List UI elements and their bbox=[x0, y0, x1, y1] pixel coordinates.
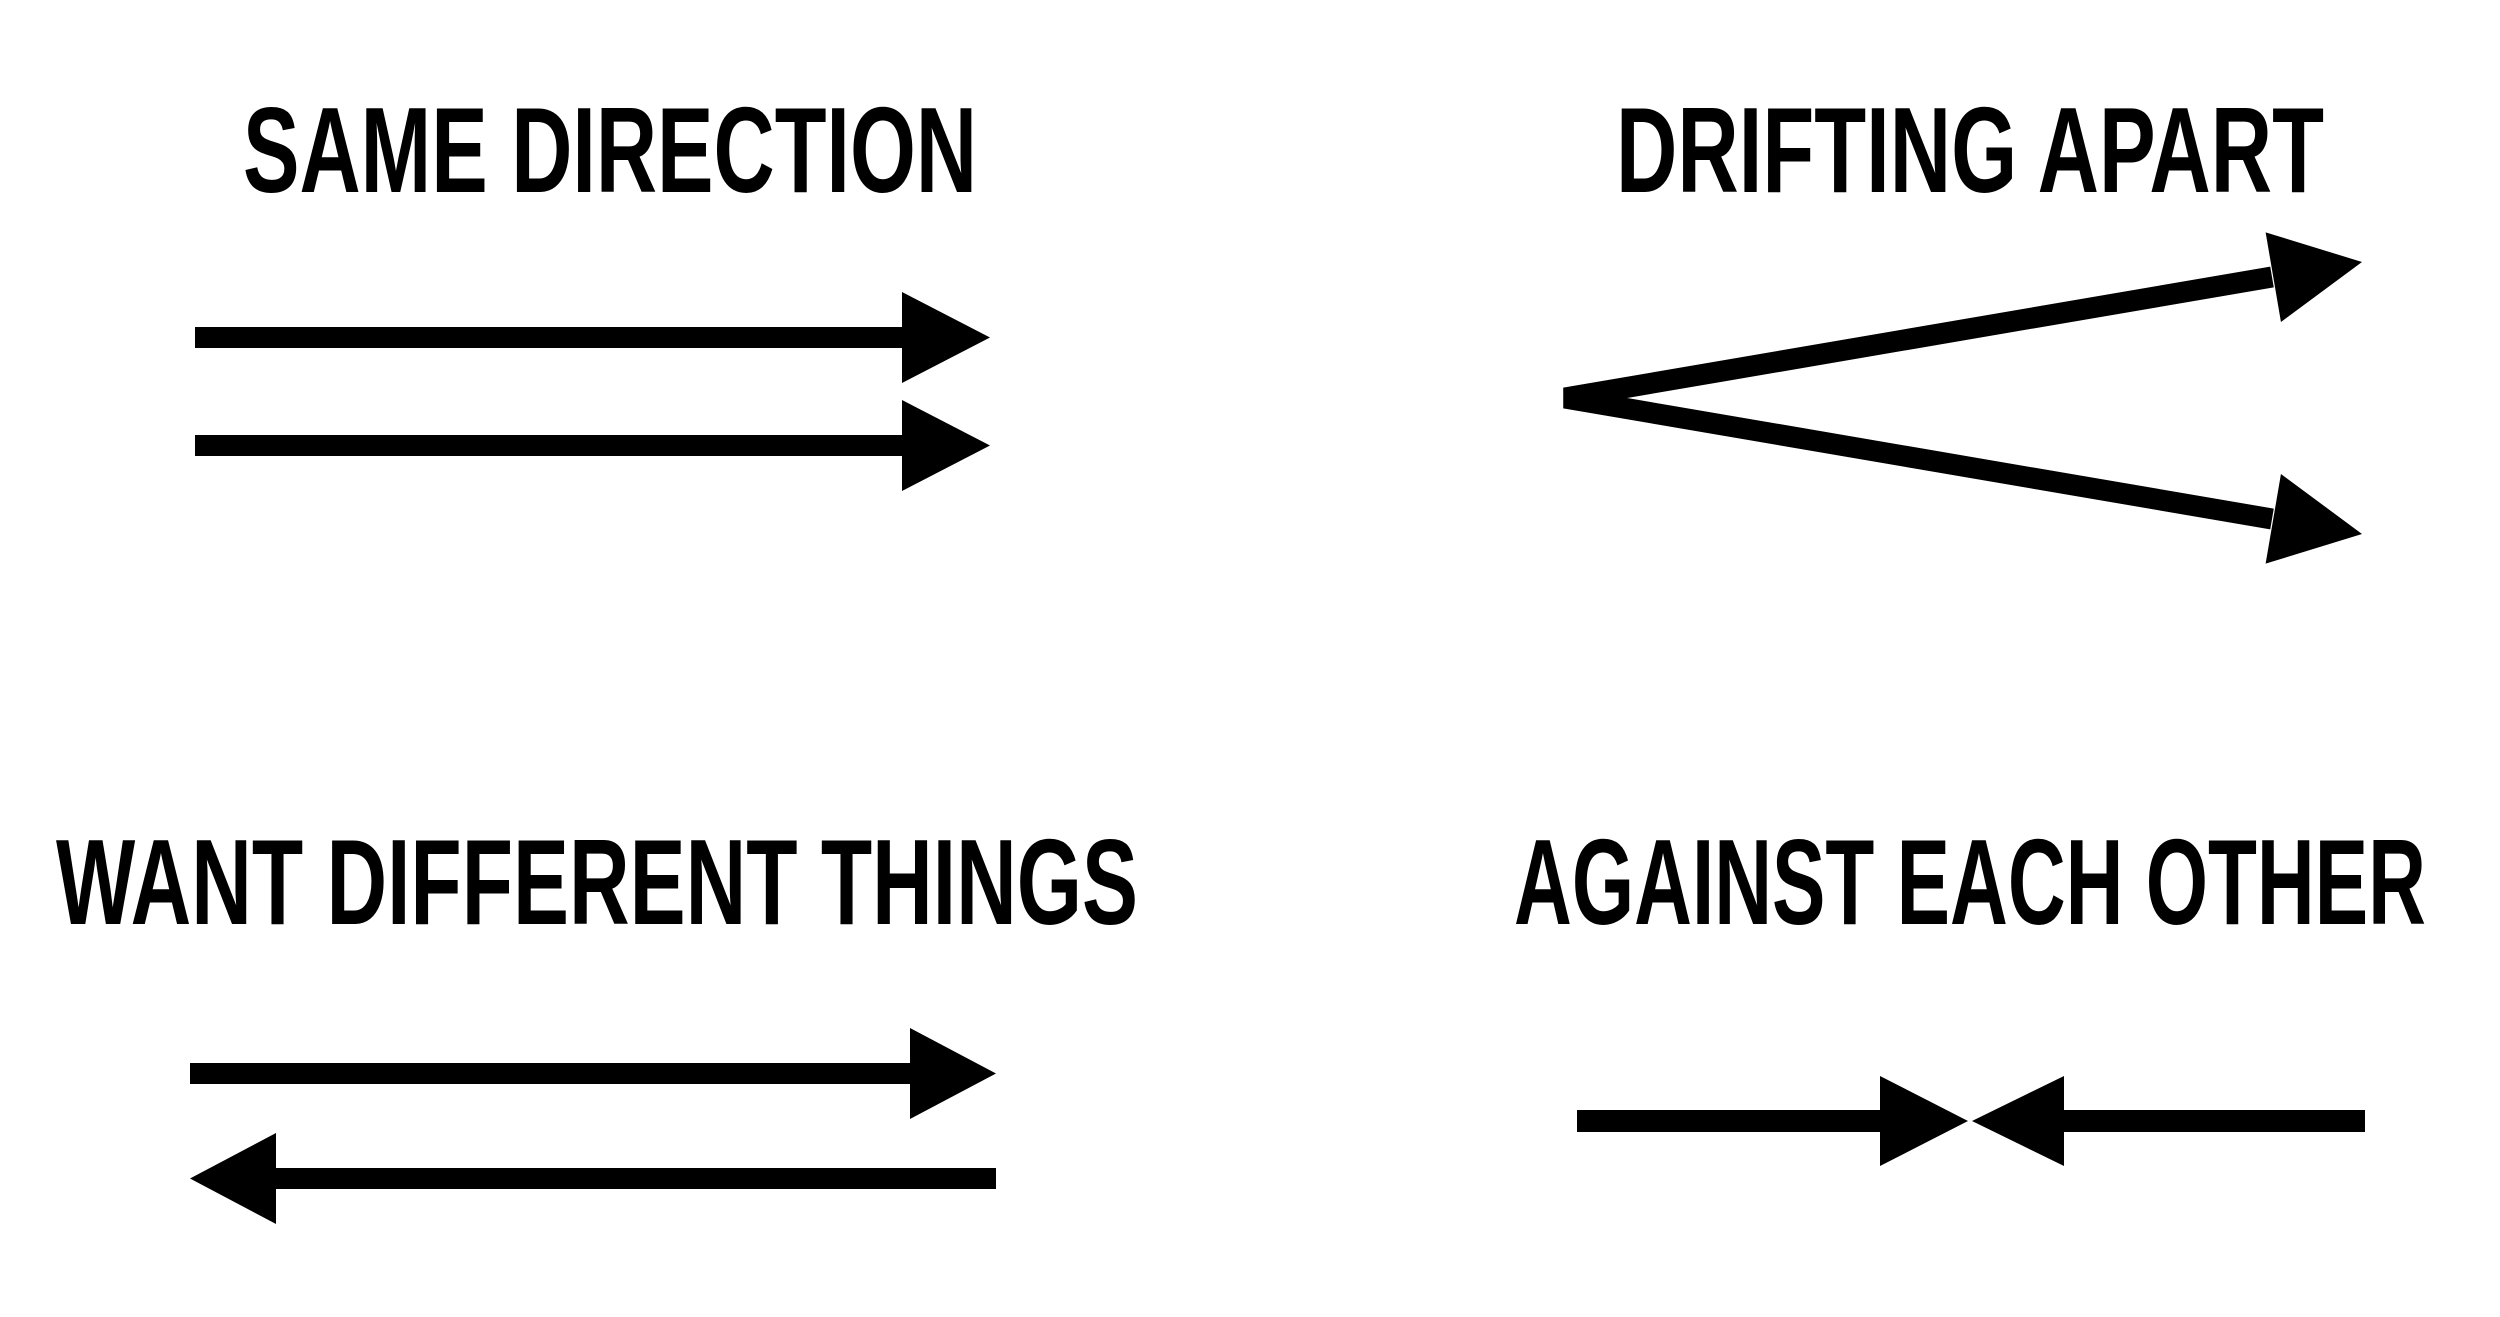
arrow-head-right bbox=[902, 292, 990, 383]
arrow-shaft bbox=[276, 1168, 996, 1189]
panel-same-direction: SAME DIRECTION bbox=[195, 82, 990, 491]
arrow-head-right bbox=[1880, 1076, 1968, 1166]
panel-against-each-other: AGAINST EACH OTHER bbox=[1514, 814, 2426, 1166]
panel-drifting-apart: DRIFTING APART bbox=[1563, 82, 2362, 564]
arrow-head-down-right bbox=[2265, 473, 2362, 564]
diverging-shafts bbox=[1563, 266, 2274, 530]
opposite-direction-arrows-icon bbox=[190, 1028, 996, 1224]
arrow-shaft bbox=[195, 327, 902, 348]
against-each-other-title: AGAINST EACH OTHER bbox=[1514, 814, 2426, 950]
arrow-shaft bbox=[1577, 1110, 1880, 1132]
drifting-apart-title: DRIFTING APART bbox=[1616, 82, 2324, 218]
same-direction-title: SAME DIRECTION bbox=[243, 82, 977, 218]
diverging-arrows-icon bbox=[1563, 232, 2362, 564]
arrow-shaft bbox=[2064, 1110, 2365, 1132]
panel-want-different-things: WANT DIFFERENT THINGS bbox=[56, 814, 1138, 1224]
arrow-shaft bbox=[195, 435, 902, 456]
arrow-head-up-right bbox=[2265, 232, 2362, 323]
arrow-head-right bbox=[902, 400, 990, 491]
head-on-colliding-arrows-icon bbox=[1577, 1076, 2365, 1166]
arrow-head-left bbox=[190, 1133, 276, 1224]
two-parallel-right-arrows-icon bbox=[195, 292, 990, 491]
arrow-head-right bbox=[910, 1028, 996, 1119]
want-different-things-title: WANT DIFFERENT THINGS bbox=[56, 814, 1138, 950]
arrow-head-left bbox=[1972, 1076, 2064, 1166]
arrow-shaft bbox=[190, 1063, 910, 1084]
